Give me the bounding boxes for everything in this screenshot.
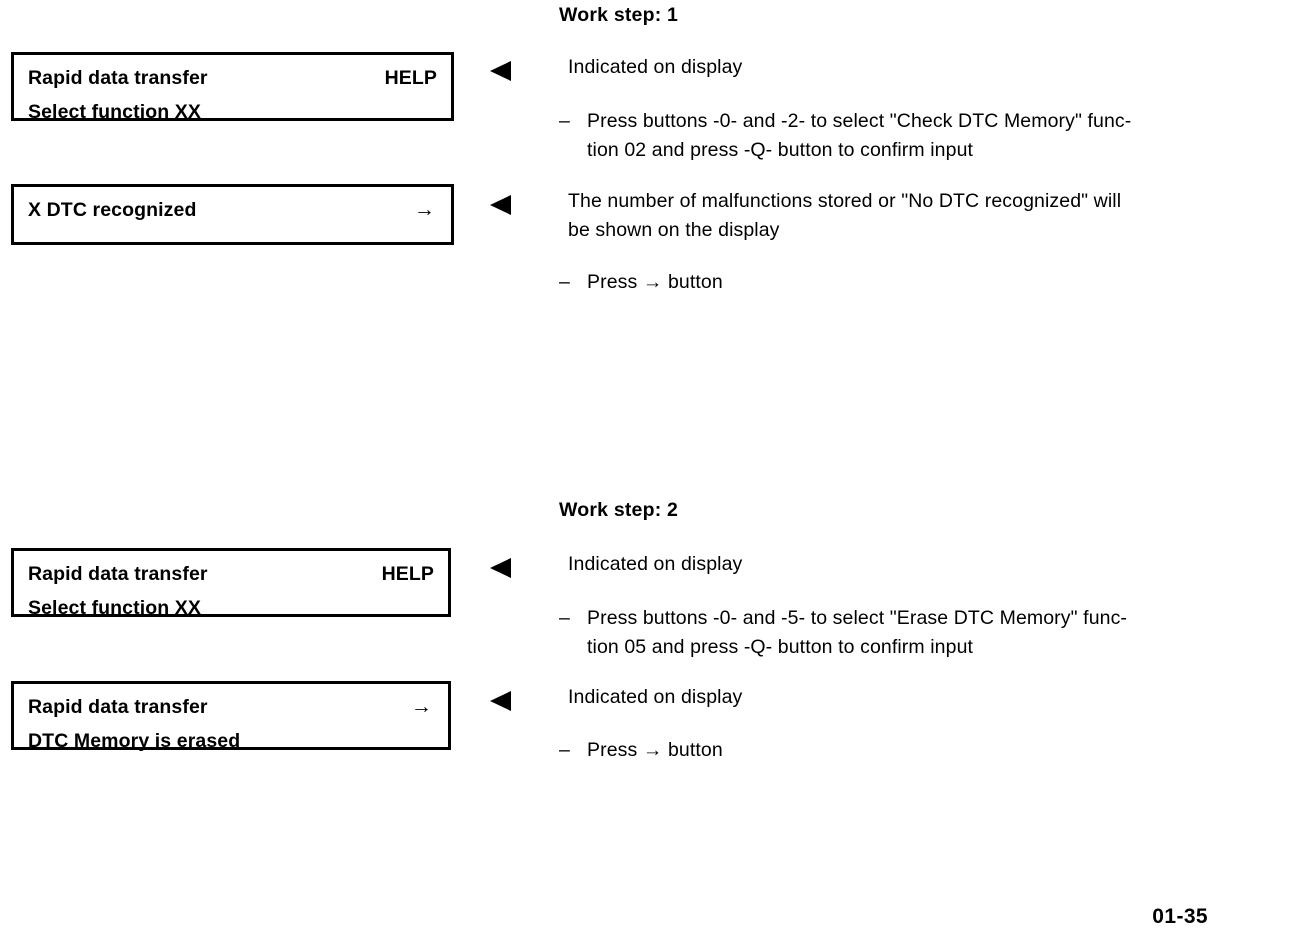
bullet-press-arrow-button-1: – Press → button [559, 268, 1289, 297]
display-box-dtc-recognized: X DTC recognized → [11, 184, 454, 245]
display-line-2-text: DTC Memory is erased [28, 730, 241, 752]
display-box-rapid-data-transfer-select-function-1: Rapid data transfer HELP Select function… [11, 52, 454, 123]
display-help-label: HELP [384, 67, 437, 89]
display-box-rapid-data-transfer-select-function-2: Rapid data transfer HELP Select function… [11, 548, 451, 619]
display-line-1: X DTC recognized → [28, 193, 437, 227]
callout-text: Indicated on display [568, 686, 743, 708]
display-line-1-text: X DTC recognized [28, 199, 197, 221]
display-line-2: DTC Memory is erased [28, 724, 434, 758]
bullet-text: Press buttons -0- and -5- to select "Era… [587, 607, 1128, 658]
bullet-text: Press buttons -0- and -2- to select "Che… [587, 110, 1132, 161]
bullet-press-buttons-0-and-5: – Press buttons -0- and -5- to select "E… [559, 604, 1289, 662]
display-line-1-text: Rapid data transfer [28, 67, 208, 89]
callout-text: Indicated on display [568, 56, 743, 78]
dash-mark: – [559, 607, 570, 629]
bullet-text: Press → button [587, 271, 723, 293]
bullet-text: Press → button [587, 739, 723, 761]
work-step-2-heading: Work step: 2 [559, 499, 679, 521]
bullet-press-arrow-button-2: – Press → button [559, 736, 1289, 765]
display-line-2-text: Select function XX [28, 597, 201, 619]
display-line-1-text: Rapid data transfer [28, 563, 208, 585]
display-line-1: Rapid data transfer → [28, 690, 434, 724]
work-step-1-heading: Work step: 1 [559, 4, 679, 26]
display-box-dtc-memory-erased: Rapid data transfer → DTC Memory is eras… [11, 681, 451, 752]
display-line-1-text: Rapid data transfer [28, 696, 208, 718]
right-arrow-icon: → [410, 695, 432, 718]
left-triangle-icon [490, 691, 511, 711]
right-arrow-icon: → [413, 198, 435, 221]
dash-mark: – [559, 271, 570, 293]
left-triangle-icon [490, 558, 511, 578]
display-line-1: Rapid data transfer HELP [28, 557, 434, 591]
page-number: 01-35 [1152, 905, 1208, 928]
callout-text: Indicated on display [568, 553, 743, 575]
callout-text: The number of malfunctions stored or "No… [568, 190, 1122, 241]
left-triangle-icon [490, 61, 511, 81]
left-triangle-icon [490, 195, 511, 215]
display-line-2: Select function XX [28, 95, 437, 129]
dash-mark: – [559, 110, 570, 132]
bullet-press-buttons-0-and-2: – Press buttons -0- and -2- to select "C… [559, 107, 1289, 165]
dash-mark: – [559, 739, 570, 761]
display-line-2-text: Select function XX [28, 101, 201, 123]
display-line-2: Select function XX [28, 591, 434, 625]
display-help-label: HELP [381, 563, 434, 585]
display-line-1: Rapid data transfer HELP [28, 61, 437, 95]
